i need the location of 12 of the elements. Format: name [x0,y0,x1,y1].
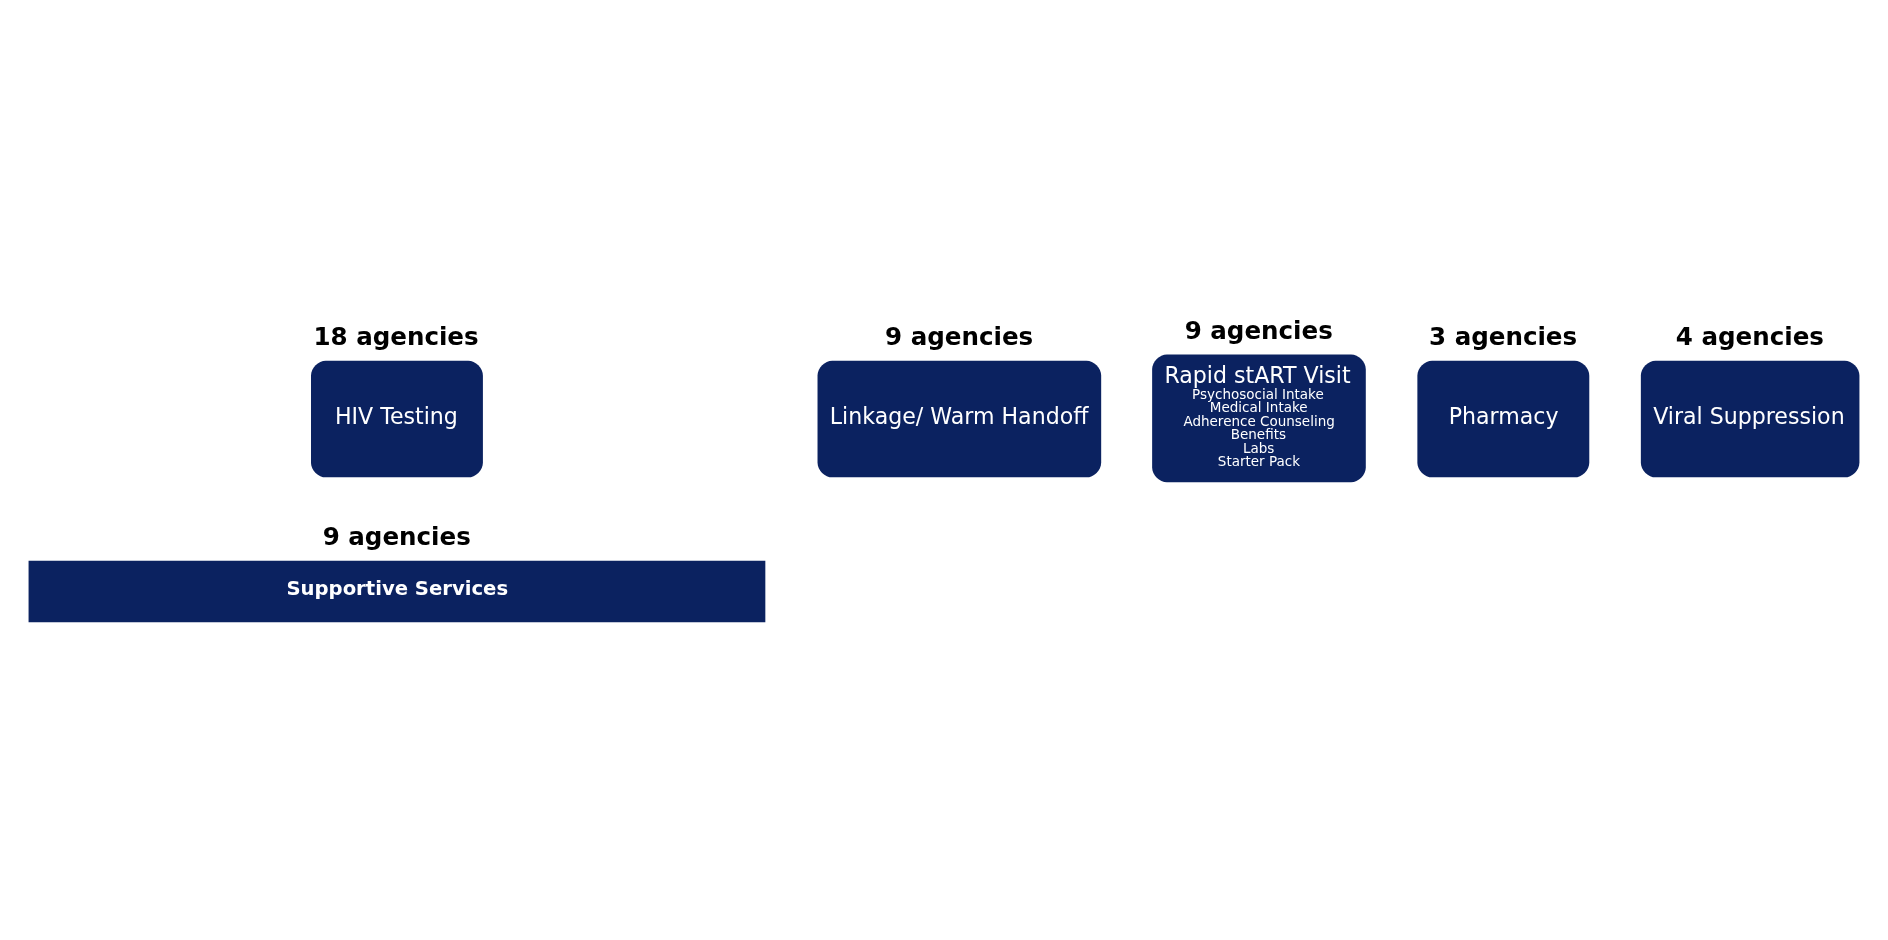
node-label: 18 agencies [313,321,479,351]
node-box: Linkage/ Warm Handoff [817,360,1102,478]
node-label: 4 agencies [1675,321,1824,351]
node-label: 9 agencies [1184,315,1333,345]
node-box: HIV Testing [311,360,483,478]
node-label: 9 agencies [885,321,1034,351]
node-box: Rapid stART Visit Psychosocial Intake Medical Intake Adherence Counseling Benefits Labs Starter Pack [1152,354,1366,483]
node-box: Viral Suppression [1640,360,1860,478]
node-label: 3 agencies [1429,321,1578,351]
node-label: 9 agencies [322,521,471,551]
node-box: Pharmacy [1417,360,1590,478]
node-box: Supportive Services [28,560,766,623]
